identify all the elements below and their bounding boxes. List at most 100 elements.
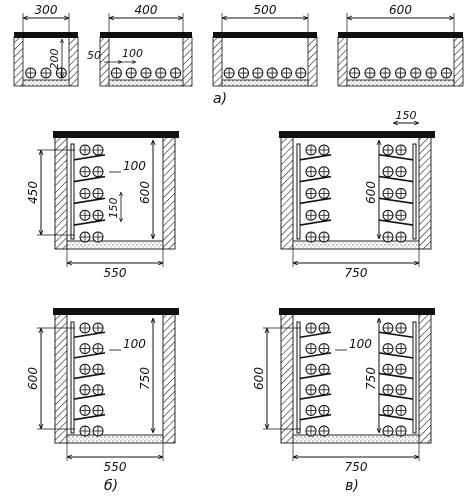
height-label: 200 xyxy=(48,49,61,70)
channel-v1: 600 750 150 xyxy=(279,109,435,280)
side-wall xyxy=(68,36,79,87)
shelf-bracket xyxy=(73,175,106,183)
shelf-bracket xyxy=(299,372,332,380)
cable-rack-post xyxy=(412,143,417,240)
floor-bed xyxy=(221,79,309,87)
floor-bed xyxy=(66,434,164,444)
shelf-bracket xyxy=(299,413,332,421)
shelf-bracket xyxy=(299,153,332,161)
shelf-bracket xyxy=(378,175,414,183)
side-wall xyxy=(162,313,176,444)
small-channel-1: 300 200 xyxy=(13,3,79,87)
small-channels-row: 300 200 400 50 100 500 600 xyxy=(13,3,464,87)
top-label: 150 xyxy=(396,109,417,122)
side-wall xyxy=(182,36,193,87)
spacing-label: 100 xyxy=(123,337,146,351)
panel-caption: б) xyxy=(104,478,118,494)
floor-bed xyxy=(108,79,184,87)
shelf-bracket xyxy=(73,352,106,359)
shelf-bracket xyxy=(378,372,414,380)
cable-rack-post xyxy=(412,321,417,434)
side-wall xyxy=(212,36,223,87)
cover-slab xyxy=(338,32,463,38)
shelf-bracket xyxy=(299,393,332,400)
channel-b1: 600 550 450 100 150 xyxy=(26,131,179,280)
width-label: 400 xyxy=(135,3,158,17)
shelf-bracket xyxy=(378,413,414,421)
shelf-bracket xyxy=(73,197,106,205)
cover-slab xyxy=(14,32,78,38)
side-wall xyxy=(418,135,432,250)
side-wall xyxy=(418,313,432,444)
rack-label: 450 xyxy=(26,181,40,204)
small-channel-2: 400 50 100 xyxy=(87,3,193,87)
cable-rack-post xyxy=(70,143,75,240)
height-label: 750 xyxy=(364,367,378,390)
caption-a: а) xyxy=(213,91,227,107)
floor-bed xyxy=(292,240,420,250)
shelf-bracket xyxy=(299,352,332,359)
width-label: 550 xyxy=(104,460,127,474)
cover-slab xyxy=(53,131,179,138)
channel-b2: 750 550 600 100 б) xyxy=(26,308,179,494)
shelf-bracket xyxy=(378,219,414,226)
spacing-label: 100 xyxy=(349,337,372,351)
cover-slab xyxy=(53,308,179,315)
width-label: 750 xyxy=(345,266,368,280)
height-label: 600 xyxy=(138,181,152,204)
cover-slab xyxy=(100,32,192,38)
panel-caption: в) xyxy=(345,478,359,494)
side-wall xyxy=(54,313,68,444)
side-wall xyxy=(99,36,110,87)
shelf-bracket xyxy=(73,331,106,339)
height-label: 600 xyxy=(364,181,378,204)
shelf-bracket xyxy=(299,175,332,183)
side-wall xyxy=(13,36,24,87)
width-label: 550 xyxy=(104,266,127,280)
shelf-bracket xyxy=(378,153,414,161)
rack-label: 600 xyxy=(252,367,266,390)
cover-slab xyxy=(213,32,317,38)
side-wall xyxy=(162,135,176,250)
shelf-bracket xyxy=(73,219,106,226)
channel-v2: 750 750 600 100 в) xyxy=(252,308,435,494)
shelf-bracket xyxy=(299,197,332,205)
shelf-bracket xyxy=(299,331,332,339)
side-wall xyxy=(280,135,294,250)
cover-slab xyxy=(279,308,435,315)
width-label: 750 xyxy=(345,460,368,474)
pitch-label: 100 xyxy=(122,47,143,60)
small-channel-3: 500 xyxy=(212,3,318,87)
shelf-bracket xyxy=(73,372,106,380)
spacing-label: 100 xyxy=(123,159,146,173)
side-wall xyxy=(307,36,318,87)
floor-bed xyxy=(22,79,70,87)
shelf-bracket xyxy=(378,331,414,339)
cable-rack-post xyxy=(296,143,301,240)
shelf-bracket xyxy=(378,352,414,359)
cable-rack-post xyxy=(70,321,75,434)
shelf-bracket xyxy=(299,219,332,226)
width-label: 500 xyxy=(254,3,277,17)
shelf-bracket xyxy=(378,197,414,205)
shelf-bracket xyxy=(378,393,414,400)
floor-bed xyxy=(346,79,455,87)
side-wall xyxy=(54,135,68,250)
height-label: 750 xyxy=(138,367,152,390)
shelf-bracket xyxy=(73,153,106,161)
large-channels: 600550450100150600750150750550600100б)75… xyxy=(26,109,435,494)
pitch-label: 150 xyxy=(107,198,120,219)
width-label: 600 xyxy=(389,3,412,17)
shelf-bracket xyxy=(73,393,106,400)
gap-label: 50 xyxy=(87,49,101,62)
width-label: 300 xyxy=(35,3,58,17)
cover-slab xyxy=(279,131,435,138)
small-channel-4: 600 xyxy=(337,3,464,87)
rack-label: 600 xyxy=(26,367,40,390)
floor-bed xyxy=(66,240,164,250)
cable-rack-post xyxy=(296,321,301,434)
side-wall xyxy=(337,36,348,87)
floor-bed xyxy=(292,434,420,444)
side-wall xyxy=(280,313,294,444)
